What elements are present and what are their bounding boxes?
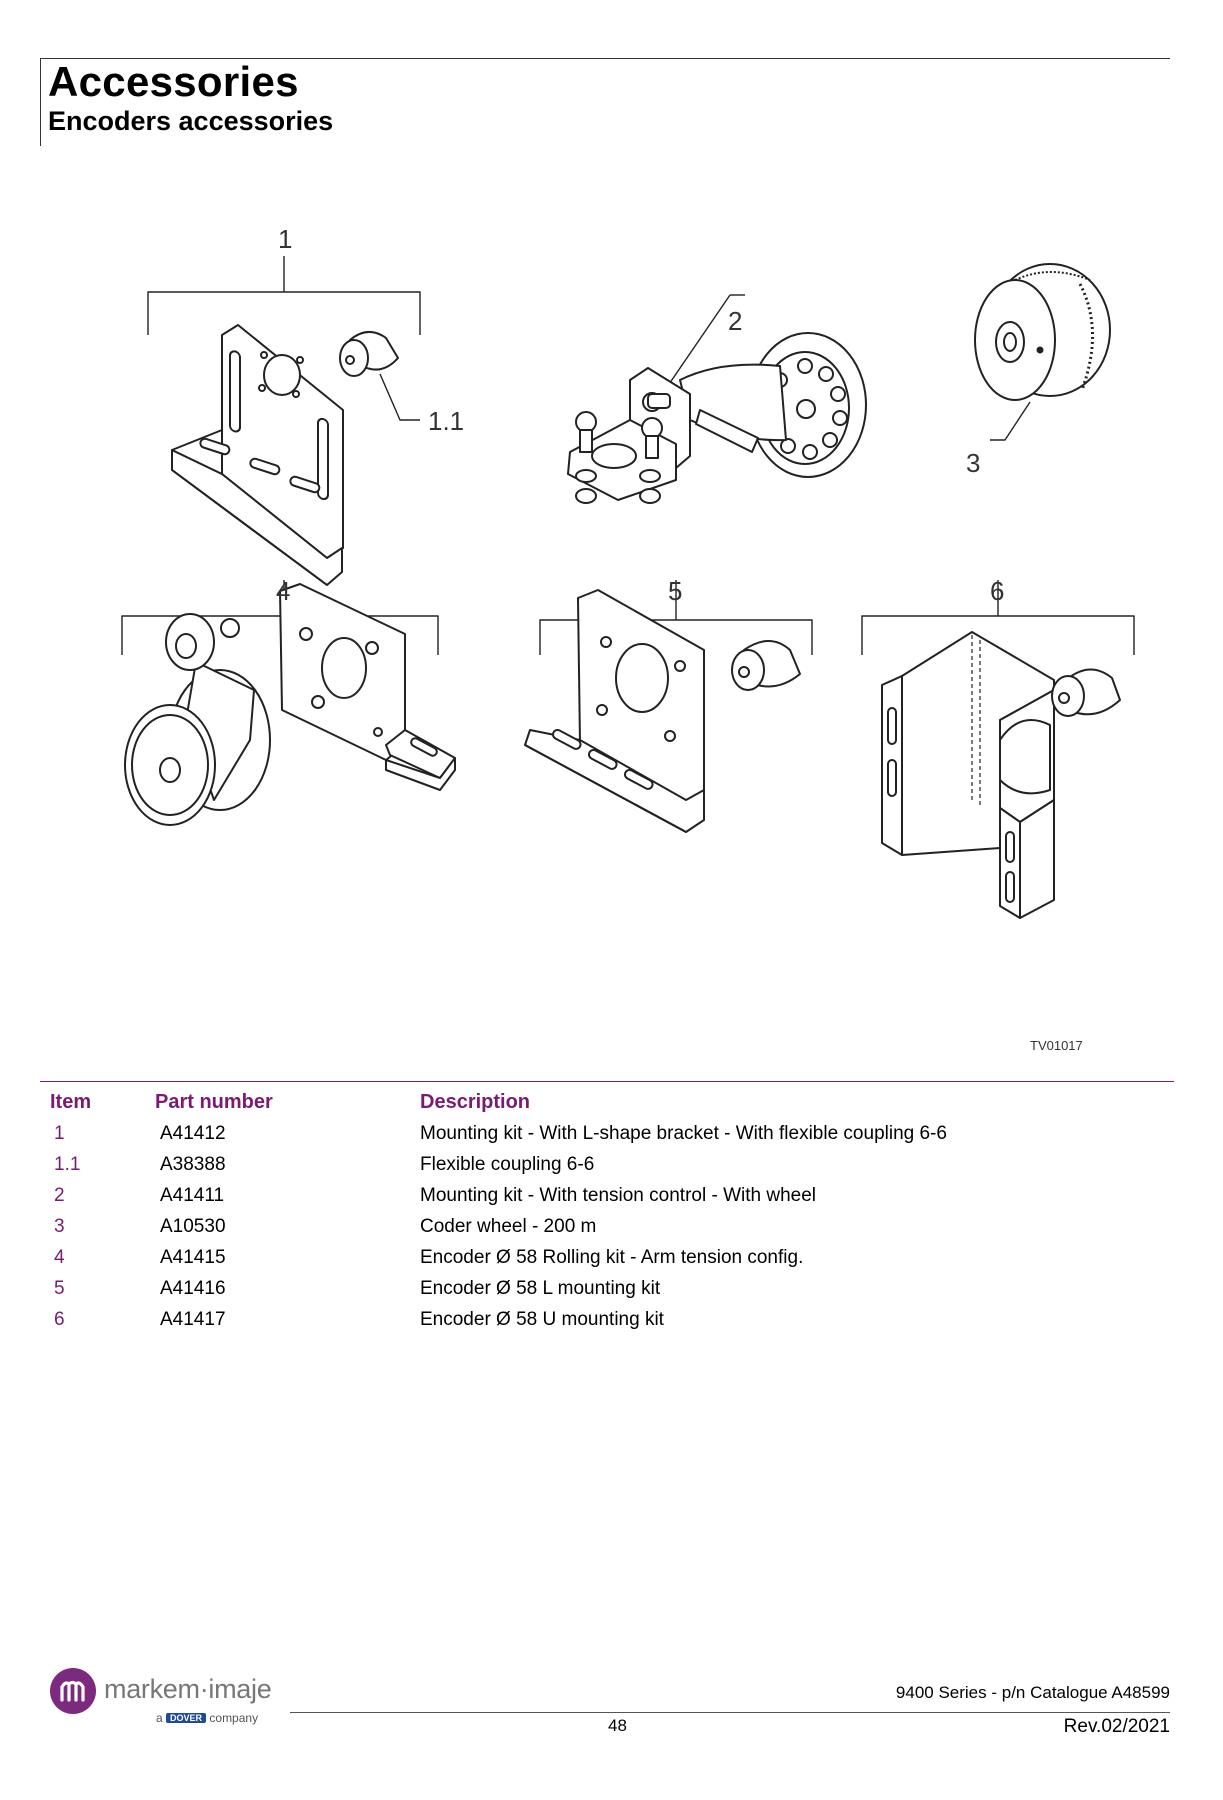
part-number-cell: A41416 — [160, 1278, 226, 1299]
table-row: 5 A41416 Encoder Ø 58 L mounting kit — [0, 1278, 1223, 1309]
description-cell: Encoder Ø 58 L mounting kit — [420, 1278, 661, 1299]
table-row: 2 A41411 Mounting kit - With tension contr… — [0, 1185, 1223, 1216]
table-row: 4 A41415 Encoder Ø 58 Rolling kit - Arm te… — [0, 1247, 1223, 1278]
header-left-rule — [40, 58, 41, 146]
footer-rule — [290, 1712, 1170, 1713]
item-2-tension-kit — [567, 294, 867, 504]
table-top-rule — [40, 1081, 1174, 1082]
table-row: 1.1 A38388 Flexible coupling 6-6 — [0, 1154, 1223, 1185]
item-5-l-mounting-kit — [524, 580, 813, 833]
part-number-cell: A41417 — [160, 1309, 226, 1330]
item-4-rolling-kit — [121, 580, 456, 826]
item-cell: 1.1 — [54, 1154, 81, 1175]
item-cell: 3 — [54, 1216, 65, 1237]
item-cell: 2 — [54, 1185, 65, 1206]
table-row: 6 A41417 Encoder Ø 58 U mounting kit — [0, 1309, 1223, 1340]
header-top-rule — [40, 58, 1170, 59]
item-cell: 5 — [54, 1278, 65, 1299]
exploded-view-figure: 1 1.1 2 3 4 5 6 — [121, 224, 1135, 919]
part-number-cell: A41411 — [160, 1185, 225, 1206]
table-row: 1 A41412 Mounting kit - With L-shape brack… — [0, 1123, 1223, 1154]
callout-4: 4 — [276, 576, 290, 606]
footer-series: 9400 Series - p/n Catalogue A48599 — [895, 1683, 1170, 1702]
callout-5: 5 — [668, 576, 682, 606]
callout-1-1: 1.1 — [428, 406, 464, 436]
callout-3: 3 — [966, 448, 980, 478]
item-1-1-flexible-coupling — [339, 331, 420, 421]
item-1-l-bracket — [147, 256, 421, 586]
callout-6: 6 — [990, 576, 1004, 606]
callout-1: 1 — [278, 224, 292, 254]
description-cell: Mounting kit - With L-shape bracket - Wi… — [420, 1123, 947, 1144]
item-cell: 6 — [54, 1309, 65, 1330]
callout-2: 2 — [728, 306, 742, 336]
part-number-cell: A10530 — [160, 1216, 226, 1237]
part-number-cell: A38388 — [160, 1154, 226, 1175]
description-cell: Mounting kit - With tension control - Wi… — [420, 1185, 816, 1206]
logo-tagline-prefix: a — [156, 1711, 163, 1725]
part-number-cell: A41415 — [160, 1247, 226, 1268]
part-number-cell: A41412 — [160, 1123, 226, 1144]
table-row: 3 A10530 Coder wheel - 200 m — [0, 1216, 1223, 1247]
page-number: 48 — [608, 1716, 627, 1735]
revision: Rev.02/2021 — [1063, 1716, 1170, 1737]
figure-reference: TV01017 — [1030, 1038, 1083, 1053]
page-title: Accessories — [48, 58, 299, 105]
item-cell: 1 — [54, 1123, 65, 1144]
description-cell: Encoder Ø 58 U mounting kit — [420, 1309, 664, 1330]
logo-tagline: a DOVER company — [156, 1711, 258, 1725]
logo-tagline-suffix: company — [209, 1711, 259, 1725]
item-3-coder-wheel — [974, 263, 1111, 441]
item-6-u-mounting-kit — [861, 580, 1135, 919]
description-cell: Coder wheel - 200 m — [420, 1216, 597, 1237]
markem-imaje-logo-icon — [50, 1668, 96, 1714]
col-header-item: Item — [50, 1091, 92, 1113]
page-subtitle: Encoders accessories — [48, 106, 334, 136]
col-header-description: Description — [420, 1091, 531, 1113]
description-cell: Flexible coupling 6-6 — [420, 1154, 595, 1175]
item-cell: 4 — [54, 1247, 65, 1268]
logo-wordmark: markem·imaje — [104, 1674, 272, 1704]
dover-badge: DOVER — [166, 1713, 207, 1723]
col-header-part-number: Part number — [155, 1091, 273, 1113]
description-cell: Encoder Ø 58 Rolling kit - Arm tension c… — [420, 1247, 804, 1268]
